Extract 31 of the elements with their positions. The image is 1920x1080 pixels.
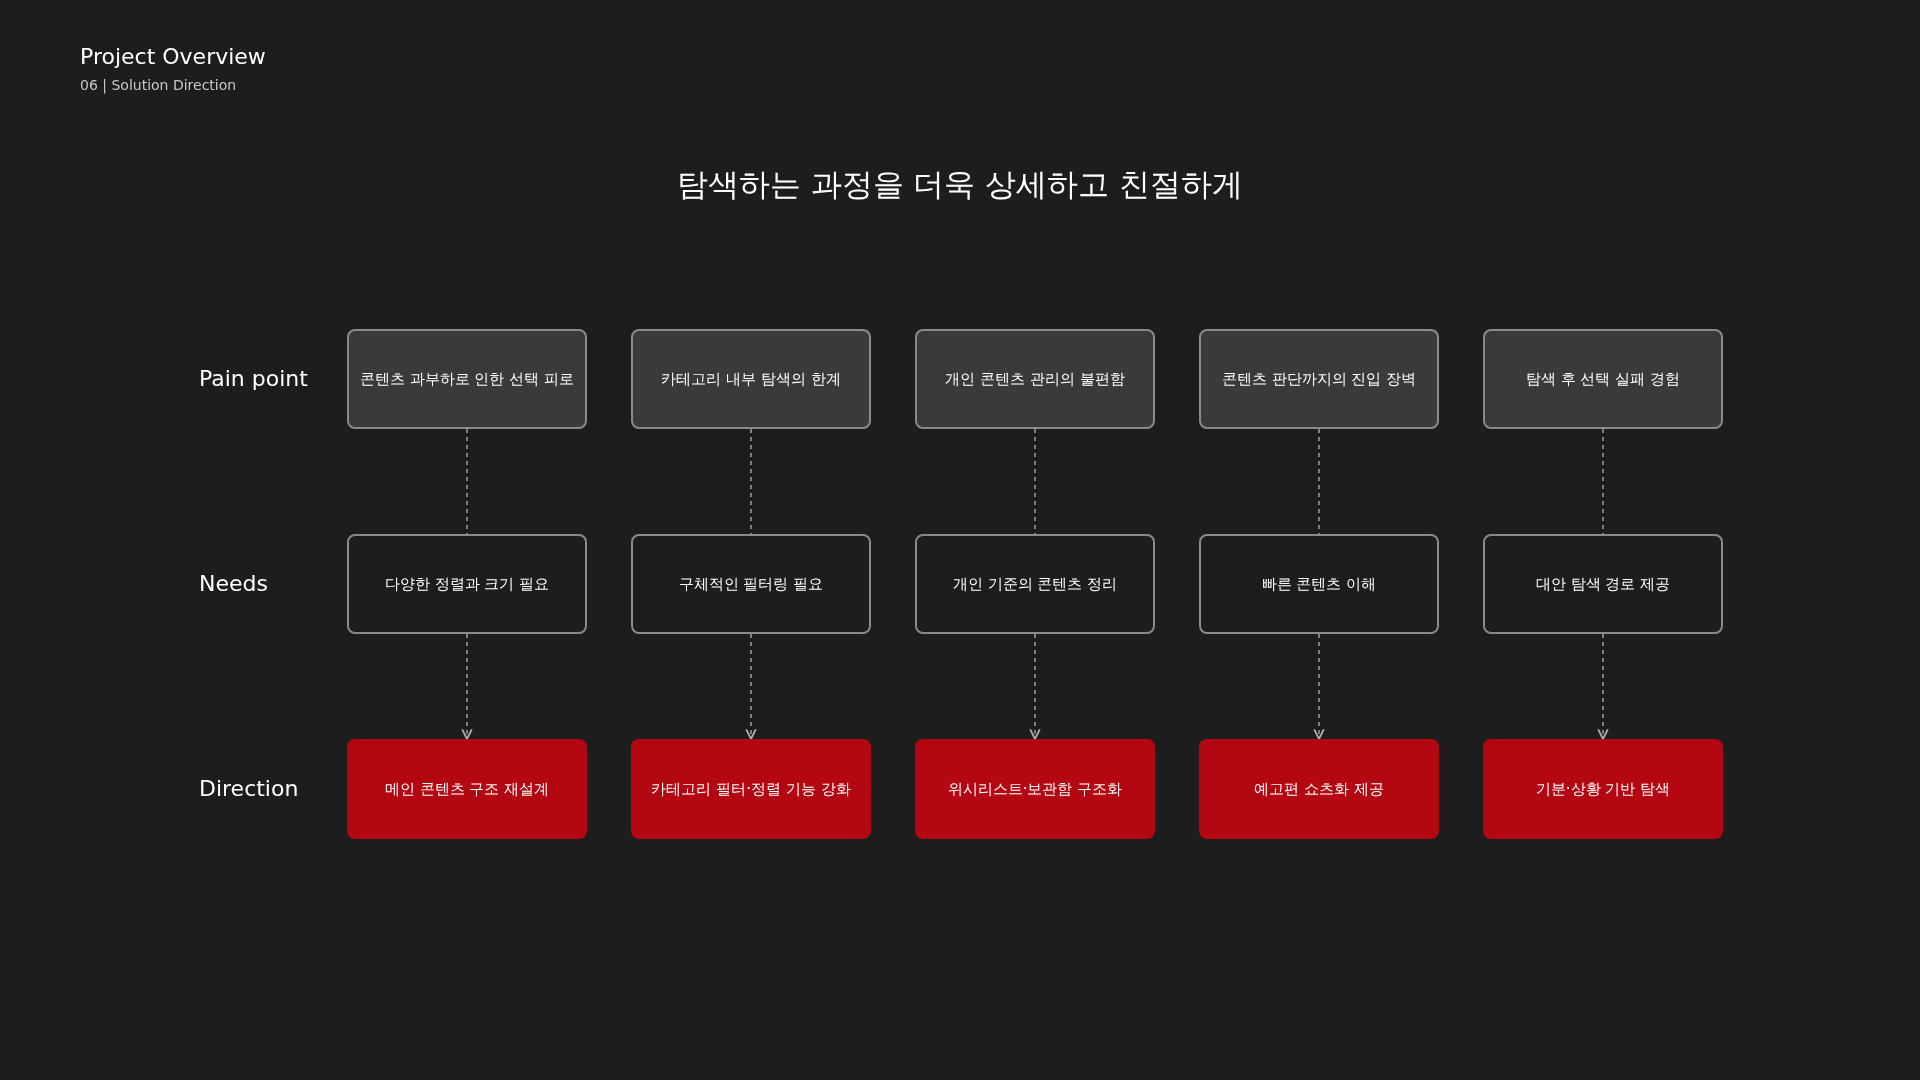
dashed-arrow [745,633,757,740]
direction-box: 위시리스트·보관함 구조화 [915,739,1155,839]
needs-box: 구체적인 필터링 필요 [631,534,871,634]
direction-box: 예고편 쇼츠화 제공 [1199,739,1439,839]
dashed-connector [1034,428,1036,535]
dashed-connector [750,428,752,535]
direction-box: 카테고리 필터·정렬 기능 강화 [631,739,871,839]
dashed-arrow [1313,633,1325,740]
pain-point-box: 콘텐츠 과부하로 인한 선택 피로 [347,329,587,429]
title: 탐색하는 과정을 더욱 상세하고 친절하게 [676,165,1244,204]
needs-box: 다양한 정렬과 크기 필요 [347,534,587,634]
pain-point-box: 콘텐츠 판단까지의 진입 장벽 [1199,329,1439,429]
pain-point-box: 카테고리 내부 탐색의 한계 [631,329,871,429]
row-label: Pain point [199,366,308,391]
needs-box: 개인 기준의 콘텐츠 정리 [915,534,1155,634]
row-label: Direction [199,776,299,801]
section-subtitle: 06 | Solution Direction [80,77,237,93]
direction-box: 기분·상황 기반 탐색 [1483,739,1723,839]
dashed-connector [466,428,468,535]
dashed-arrow [1597,633,1609,740]
direction-box: 메인 콘텐츠 구조 재설계 [347,739,587,839]
dashed-connector [1318,428,1320,535]
header-title: Project Overview [80,44,266,69]
needs-box: 빠른 콘텐츠 이해 [1199,534,1439,634]
pain-point-box: 탐색 후 선택 실패 경험 [1483,329,1723,429]
row-label: Needs [199,571,268,596]
needs-box: 대안 탐색 경로 제공 [1483,534,1723,634]
pain-point-box: 개인 콘텐츠 관리의 불편함 [915,329,1155,429]
dashed-connector [1602,428,1604,535]
dashed-arrow [461,633,473,740]
dashed-arrow [1029,633,1041,740]
